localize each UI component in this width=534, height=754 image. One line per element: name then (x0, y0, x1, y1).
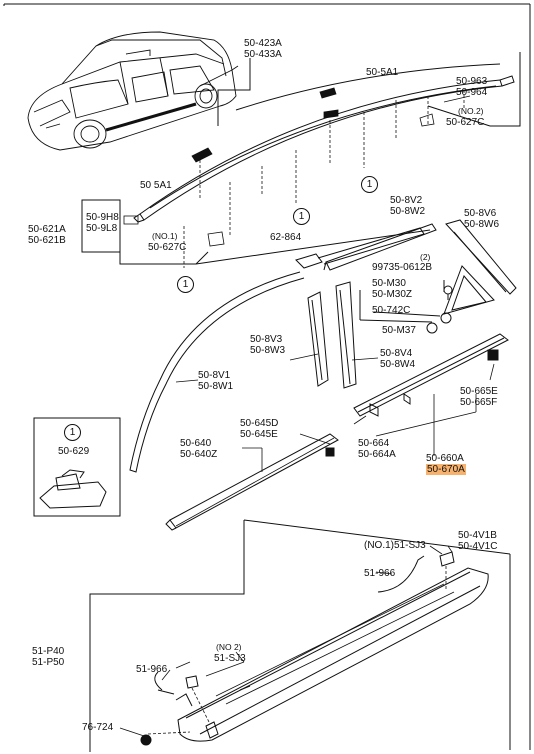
part-label: 76-724 (82, 722, 114, 733)
car-illustration (27, 31, 239, 151)
part-label: 51-966 (364, 568, 396, 579)
pillar-trim-50-8V3 (307, 291, 329, 387)
drip-molding-62-864 (295, 227, 425, 271)
part-label: 50-664 (358, 438, 390, 449)
part-label: 50-665E (460, 386, 498, 397)
roof-group-outline (81, 52, 521, 265)
part-label: 50-4V1B (458, 530, 497, 541)
part-label: 50-8V4 (380, 348, 413, 359)
part-label: 50-8W1 (198, 381, 234, 392)
callout-marker-1: 1 (64, 424, 81, 441)
part-label: 51-SJ3 (214, 653, 246, 664)
part-label: 50-645D (240, 418, 279, 429)
part-label: 50-640 (180, 438, 212, 449)
part-label: 50-963 (456, 76, 488, 87)
rocker-group-outline (89, 519, 511, 752)
page-frame (3, 3, 531, 750)
callout-marker-1: 1 (293, 208, 310, 225)
part-label: 50-742C (372, 305, 411, 316)
callout-marker-1: 1 (361, 176, 378, 193)
part-label: 50-8V3 (250, 334, 283, 345)
part-label: 50-423A (244, 38, 282, 49)
part-label: 50-9L8 (86, 223, 118, 234)
part-label: 50-640Z (180, 449, 218, 460)
roof-leaders (183, 90, 465, 268)
part-label: 50-627C (446, 117, 485, 128)
part-label: 50-645E (240, 429, 278, 440)
roof-clips (123, 87, 471, 247)
part-label: 50-621B (28, 235, 66, 246)
part-label: 50-8W6 (464, 219, 500, 230)
part-label: 50-433A (244, 49, 282, 60)
part-label: (NO.1)51-SJ3 (364, 540, 426, 551)
part-label: 50-9H8 (86, 212, 119, 223)
belt-molding-50-640 (165, 433, 339, 531)
part-label: 50-8V2 (390, 195, 423, 206)
roof-rail-upper (235, 63, 501, 111)
part-label: 51-P50 (32, 657, 65, 668)
part-label: 50-M30 (372, 278, 406, 289)
side-sill-garnish-50-4V1 (175, 567, 489, 742)
part-label: 62-864 (270, 232, 302, 243)
middle-leader-lines (175, 353, 495, 472)
retainers-51-966 (154, 555, 425, 695)
part-label: 50-964 (456, 87, 488, 98)
part-label: (NO 2) (216, 642, 242, 652)
part-label: (2) (420, 252, 431, 262)
part-label: 50-660A (426, 453, 464, 464)
part-label: 99735-0612B (372, 262, 433, 273)
part-label: 50-629 (58, 446, 90, 457)
belt-molding-50-8V2 (325, 223, 437, 271)
quarter-molding-50-8V6 (445, 219, 517, 295)
belt-molding-50-660A (353, 333, 509, 417)
pillar-trim-50-8V4 (335, 281, 357, 389)
part-label: 51-966 (136, 664, 168, 675)
part-label: 50-4V1C (458, 541, 498, 552)
front-pillar-molding-50-8V1 (129, 271, 305, 473)
part-label: 50-M37 (382, 325, 416, 336)
part-label: 50-8V1 (198, 370, 231, 381)
part-label: 50-621A (28, 224, 66, 235)
part-label: 50-665F (460, 397, 498, 408)
part-label: 50-627C (148, 242, 187, 253)
part-label: 50-5A1 (366, 67, 399, 78)
callout-marker-1: 1 (177, 276, 194, 293)
bolts-and-clips (359, 280, 453, 334)
part-label: 50-664A (358, 449, 396, 460)
part-label: 50 5A1 (140, 180, 172, 191)
part-label: 50-8W3 (250, 345, 286, 356)
rocker-leaders (147, 566, 447, 735)
part-label: 50-8V6 (464, 208, 497, 219)
clips-51-SJ3 (140, 551, 455, 746)
part-label-highlighted: 50-670A (426, 464, 466, 475)
part-label: (NO.1) (152, 231, 178, 241)
part-label: 50-8W2 (390, 206, 426, 217)
clip-detail-box-50-629 (33, 417, 121, 517)
part-label: 50-M30Z (372, 289, 413, 300)
part-label: (NO.2) (458, 106, 484, 116)
part-label: 51-P40 (32, 646, 65, 657)
part-label: 50-8W4 (380, 359, 416, 370)
rocker-callout-lines (119, 545, 453, 737)
highlighted-part-number: 50-670A (426, 464, 466, 475)
quarter-window-trim (443, 265, 495, 315)
